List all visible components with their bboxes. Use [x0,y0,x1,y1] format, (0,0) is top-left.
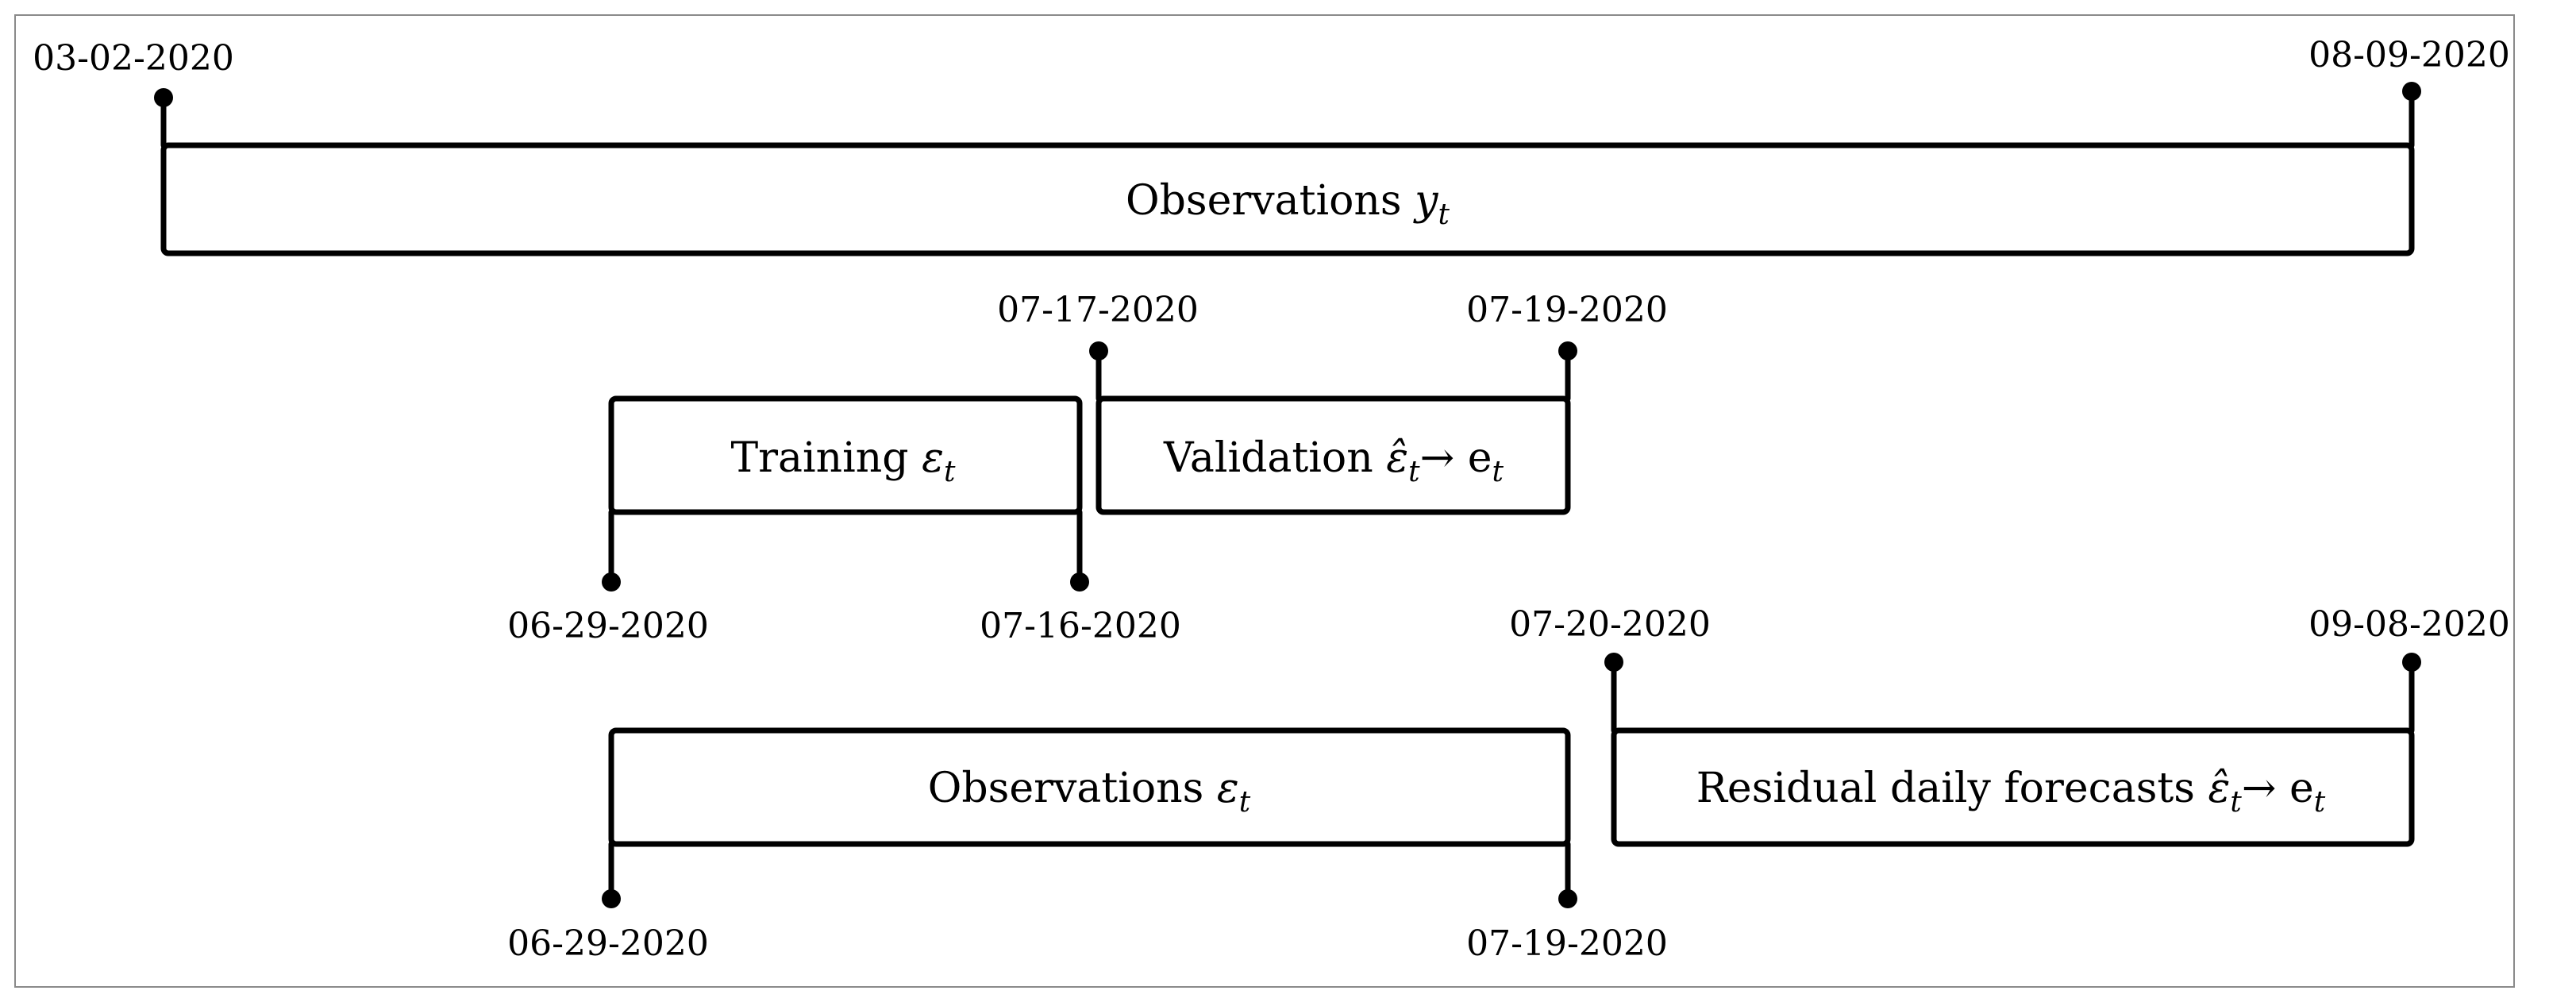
bar-label: Training εt [731,434,957,488]
diagram-frame [14,14,2515,988]
bar-label: Observations yt [1126,177,1450,231]
end-marker [1558,889,1577,908]
start-date-label: 07-20-2020 [1509,604,1711,645]
end-marker [2402,82,2421,101]
end-marker [1558,341,1577,360]
bar-observations-eps: 06-29-2020 07-19-2020 Observations εt [507,727,1668,964]
start-marker [602,572,621,592]
start-date-label: 07-17-2020 [997,290,1199,330]
bar-label: Residual daily forecasts ε̂t→ et [1696,765,2326,819]
bar-observations-eps-box [608,727,1571,847]
end-date-label: 08-09-2020 [2308,35,2510,75]
end-date-label: 09-08-2020 [2308,604,2510,645]
start-marker [602,889,621,908]
bar-label: Observations εt [928,765,1251,819]
bar-validation-box [1095,395,1571,515]
end-marker [1070,572,1089,592]
bar-training: 06-29-2020 07-16-2020 Training εt [507,395,1181,646]
bar-residual-forecasts: 07-20-2020 09-08-2020 Residual daily for… [1509,604,2510,847]
start-marker [154,88,173,107]
start-date-label: 06-29-2020 [507,606,709,646]
bar-label: Validation ε̂t→ et [1163,434,1504,488]
start-marker [1089,341,1108,360]
end-date-label: 07-16-2020 [980,606,1181,646]
bar-observations-y: 03-02-2020 08-09-2020 Observations yt [33,35,2510,256]
end-date-label: 07-19-2020 [1466,290,1668,330]
start-marker [1604,653,1623,672]
bar-validation: 07-17-2020 07-19-2020 Validation ε̂t→ et [997,290,1668,515]
end-marker [2402,653,2421,672]
start-date-label: 03-02-2020 [33,38,234,79]
end-date-label: 07-19-2020 [1466,923,1668,964]
bar-training-box [608,395,1083,515]
bar-residual-forecasts-box [1611,727,2415,847]
start-date-label: 06-29-2020 [507,923,709,964]
bar-observations-y-box [160,142,2415,256]
